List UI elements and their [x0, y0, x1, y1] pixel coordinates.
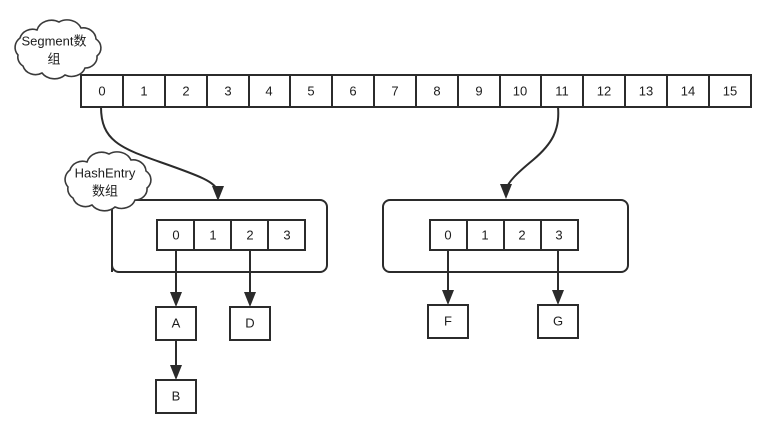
arrow-segment11-to-right-hashentry [500, 106, 560, 199]
link-node-a-to-node-b [170, 340, 182, 380]
arrowhead-right [500, 184, 512, 199]
hashentry-array-cloud-label: HashEntry 数组 [64, 151, 152, 272]
segment-cell-5[interactable]: 5 [307, 83, 314, 98]
segment-cloud-label-line1: Segment数 [21, 33, 86, 48]
hashentry-cloud-label-line2: 数组 [92, 183, 118, 198]
segment-cell-13[interactable]: 13 [639, 83, 653, 98]
segment-cell-2[interactable]: 2 [182, 83, 189, 98]
entry-node-a-box[interactable] [155, 306, 197, 341]
segment-cell-8[interactable]: 8 [433, 83, 440, 98]
segment-cell-9[interactable]: 9 [475, 83, 482, 98]
segment-cell-14[interactable]: 14 [681, 83, 695, 98]
segment-cell-3[interactable]: 3 [224, 83, 231, 98]
segment-cell-12[interactable]: 12 [597, 83, 611, 98]
entry-node-a-label: A [172, 315, 181, 330]
segment-cell-6[interactable]: 6 [349, 83, 356, 98]
link-left-cell2-to-node-d [244, 250, 256, 307]
hashentry-right-cell-2[interactable]: 2 [518, 227, 525, 242]
hashentry-left-cell-3[interactable]: 3 [283, 227, 290, 242]
entry-node-g[interactable]: G [537, 304, 579, 339]
hashentry-left-cell-2[interactable]: 2 [246, 227, 253, 242]
entry-node-b-label: B [172, 388, 181, 403]
segment-cell-10[interactable]: 10 [513, 83, 527, 98]
entry-node-f-label: F [444, 313, 452, 328]
segment-cell-15[interactable]: 15 [723, 83, 737, 98]
entry-node-f-box[interactable] [427, 304, 469, 339]
entry-node-d[interactable]: D [229, 306, 271, 341]
entry-node-b-box[interactable] [155, 379, 197, 414]
hashentry-left-separators [193, 220, 269, 250]
segment-array: 0 1 2 3 4 5 6 7 8 9 10 11 12 13 14 15 [80, 74, 752, 108]
segment-array-separators [122, 75, 710, 107]
entry-node-d-box[interactable] [229, 306, 271, 341]
link-left-cell0-to-node-a [170, 250, 182, 307]
arrowhead-node-g [552, 290, 564, 305]
arrowhead-node-d [244, 292, 256, 307]
entry-node-g-label: G [553, 313, 563, 328]
hashentry-right-cell-1[interactable]: 1 [481, 227, 488, 242]
segment-cell-0[interactable]: 0 [98, 83, 105, 98]
hashentry-right-separators [466, 220, 542, 250]
cloud-shape-segment [14, 19, 102, 80]
hashentry-left-cell-0[interactable]: 0 [172, 227, 179, 242]
link-right-cell0-to-node-f [442, 250, 454, 305]
entry-node-d-label: D [245, 315, 254, 330]
entry-node-f[interactable]: F [427, 304, 469, 339]
hashentry-right-cell-3[interactable]: 3 [555, 227, 562, 242]
hashentry-left-cell-1[interactable]: 1 [209, 227, 216, 242]
entry-node-b[interactable]: B [155, 379, 197, 414]
arrowhead-node-a [170, 292, 182, 307]
segment-array-cloud-label: Segment数 组 [14, 19, 102, 107]
arrow-segment0-to-left-hashentry [100, 106, 224, 201]
entry-node-g-box[interactable] [537, 304, 579, 339]
hashentry-right-cell-0[interactable]: 0 [444, 227, 451, 242]
hashentry-container-left: 0 1 2 3 [111, 199, 328, 273]
link-right-cell3-to-node-g [552, 250, 564, 305]
segment-cell-7[interactable]: 7 [391, 83, 398, 98]
segment-cell-11[interactable]: 11 [555, 83, 569, 98]
entry-node-a[interactable]: A [155, 306, 197, 341]
arrowhead-left [212, 186, 224, 201]
hashentry-cloud-label-line1: HashEntry [75, 165, 136, 180]
arrowhead-node-b [170, 365, 182, 380]
hashentry-container-right: 0 1 2 3 [382, 199, 629, 273]
arrowhead-node-f [442, 290, 454, 305]
segment-cell-1[interactable]: 1 [140, 83, 147, 98]
segment-cloud-label-line2: 组 [47, 51, 60, 66]
segment-cell-4[interactable]: 4 [265, 83, 272, 98]
